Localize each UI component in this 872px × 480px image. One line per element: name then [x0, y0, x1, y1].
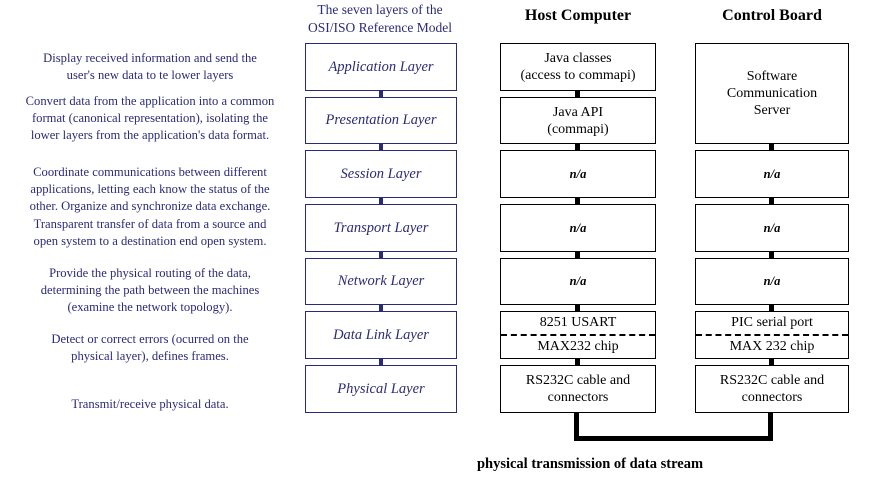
host-connector — [575, 198, 580, 204]
host-box-line: (commapi) — [547, 121, 609, 137]
osi-layer-application[interactable]: Application Layer — [305, 43, 457, 91]
host-box-rs232c[interactable]: RS232C cable and connectors — [500, 365, 656, 413]
board-box-max232: MAX 232 chip — [729, 339, 815, 354]
board-box-line: Server — [753, 103, 791, 118]
description-datalink: Detect or correct errors (ocurred on the… — [0, 331, 300, 365]
host-box-java-api[interactable]: Java API (commapi) — [500, 97, 656, 144]
host-box-session-na[interactable]: n/a — [500, 150, 656, 198]
board-box-line: Communication — [726, 86, 818, 101]
osi-layer-presentation[interactable]: Presentation Layer — [305, 97, 457, 144]
description-line: Display received information and send th… — [43, 51, 257, 65]
description-line: other. Organize and synchronize data exc… — [29, 199, 271, 213]
host-box-java-classes[interactable]: Java classes (access to commapi) — [500, 43, 656, 91]
host-box-datalink-split[interactable]: 8251 USART MAX232 chip — [500, 311, 656, 359]
description-line: Transmit/receive physical data. — [71, 397, 229, 411]
host-box-line: n/a — [569, 220, 587, 235]
description-line: Coordinate communications between differ… — [33, 165, 267, 179]
description-line: Convert data from the application into a… — [25, 94, 275, 108]
board-box-line: n/a — [763, 274, 781, 288]
bottom-bracket-left-leg — [574, 413, 579, 441]
osi-connector — [379, 91, 383, 97]
description-transport: Transparent transfer of data from a sour… — [0, 216, 300, 250]
board-box-rs232c[interactable]: RS232C cable and connectors — [695, 365, 849, 413]
host-box-network-na[interactable]: n/a — [500, 258, 656, 305]
osi-layer-session[interactable]: Session Layer — [305, 150, 457, 198]
host-box-max232: MAX232 chip — [537, 339, 619, 354]
board-connector — [769, 305, 774, 311]
board-box-line: n/a — [763, 220, 781, 235]
osi-column-heading: The seven layers of the OSI/ISO Referenc… — [280, 1, 480, 37]
host-connector — [575, 144, 580, 150]
description-line: (examine the network topology). — [67, 300, 233, 314]
bottom-bracket-right-leg — [768, 413, 773, 441]
description-presentation: Convert data from the application into a… — [0, 93, 300, 144]
description-line: applications, letting each know the stat… — [30, 182, 270, 196]
host-box-line: RS232C cable and — [525, 373, 631, 388]
osi-layer-datalink[interactable]: Data Link Layer — [305, 311, 457, 359]
host-connector — [575, 91, 580, 97]
host-computer-title: Host Computer — [524, 7, 632, 24]
osi-layer-network[interactable]: Network Layer — [305, 258, 457, 305]
host-box-usart: 8251 USART — [501, 312, 655, 336]
description-session: Coordinate communications between differ… — [0, 164, 300, 215]
board-box-transport-na[interactable]: n/a — [695, 204, 849, 252]
host-box-line: connectors — [547, 390, 609, 405]
osi-connector — [379, 144, 383, 150]
host-box-line: n/a — [569, 274, 587, 288]
osi-layer-transport[interactable]: Transport Layer — [305, 204, 457, 252]
description-application: Display received information and send th… — [0, 50, 300, 84]
osi-heading-line1: The seven layers of the — [317, 2, 443, 17]
board-box-network-na[interactable]: n/a — [695, 258, 849, 305]
host-box-line: Java classes — [544, 51, 612, 66]
osi-heading-line2: OSI/ISO Reference Model — [308, 20, 452, 35]
host-connector — [575, 252, 580, 258]
description-line: user's new data to te lower layers — [66, 68, 234, 82]
description-line: Transparent transfer of data from a sour… — [33, 217, 267, 231]
description-line: determining the path between the machine… — [40, 283, 260, 297]
description-line: physical layer), defines frames. — [71, 349, 229, 363]
description-network: Provide the physical routing of the data… — [0, 265, 300, 316]
board-box-datalink-split[interactable]: PIC serial port MAX 232 chip — [695, 311, 849, 359]
host-box-line: (access to commapi) — [520, 68, 636, 83]
host-box-line: Java API — [552, 104, 604, 120]
description-physical: Transmit/receive physical data. — [0, 396, 300, 413]
host-connector — [575, 359, 580, 365]
board-connector — [769, 198, 774, 204]
description-line: open system to a destination end open sy… — [33, 234, 267, 248]
osi-layer-physical[interactable]: Physical Layer — [305, 365, 457, 413]
board-box-line: n/a — [763, 166, 781, 181]
description-line: Provide the physical routing of the data… — [49, 266, 251, 280]
osi-connector — [379, 305, 383, 311]
board-box-line: RS232C cable and — [719, 373, 825, 388]
host-connector — [575, 305, 580, 311]
host-box-transport-na[interactable]: n/a — [500, 204, 656, 252]
osi-connector — [379, 252, 383, 258]
board-box-pic-serial-port: PIC serial port — [696, 312, 848, 336]
board-box-line: connectors — [741, 390, 803, 405]
board-box-session-na[interactable]: n/a — [695, 150, 849, 198]
description-line: format (canonical representation), isola… — [31, 111, 269, 125]
description-line: lower layers from the application's data… — [30, 128, 270, 142]
bottom-bracket-crossbar — [574, 436, 773, 441]
bottom-caption: physical transmission of data stream — [476, 456, 704, 472]
board-connector — [769, 144, 774, 150]
control-board-title: Control Board — [722, 7, 822, 24]
board-connector — [769, 359, 774, 365]
board-connector — [769, 252, 774, 258]
description-line: Detect or correct errors (ocurred on the — [51, 332, 249, 346]
osi-connector — [379, 198, 383, 204]
osi-connector — [379, 359, 383, 365]
board-box-line: Software — [746, 69, 798, 84]
board-box-software-comm-server[interactable]: Software Communication Server — [695, 43, 849, 144]
host-box-line: n/a — [569, 166, 587, 181]
